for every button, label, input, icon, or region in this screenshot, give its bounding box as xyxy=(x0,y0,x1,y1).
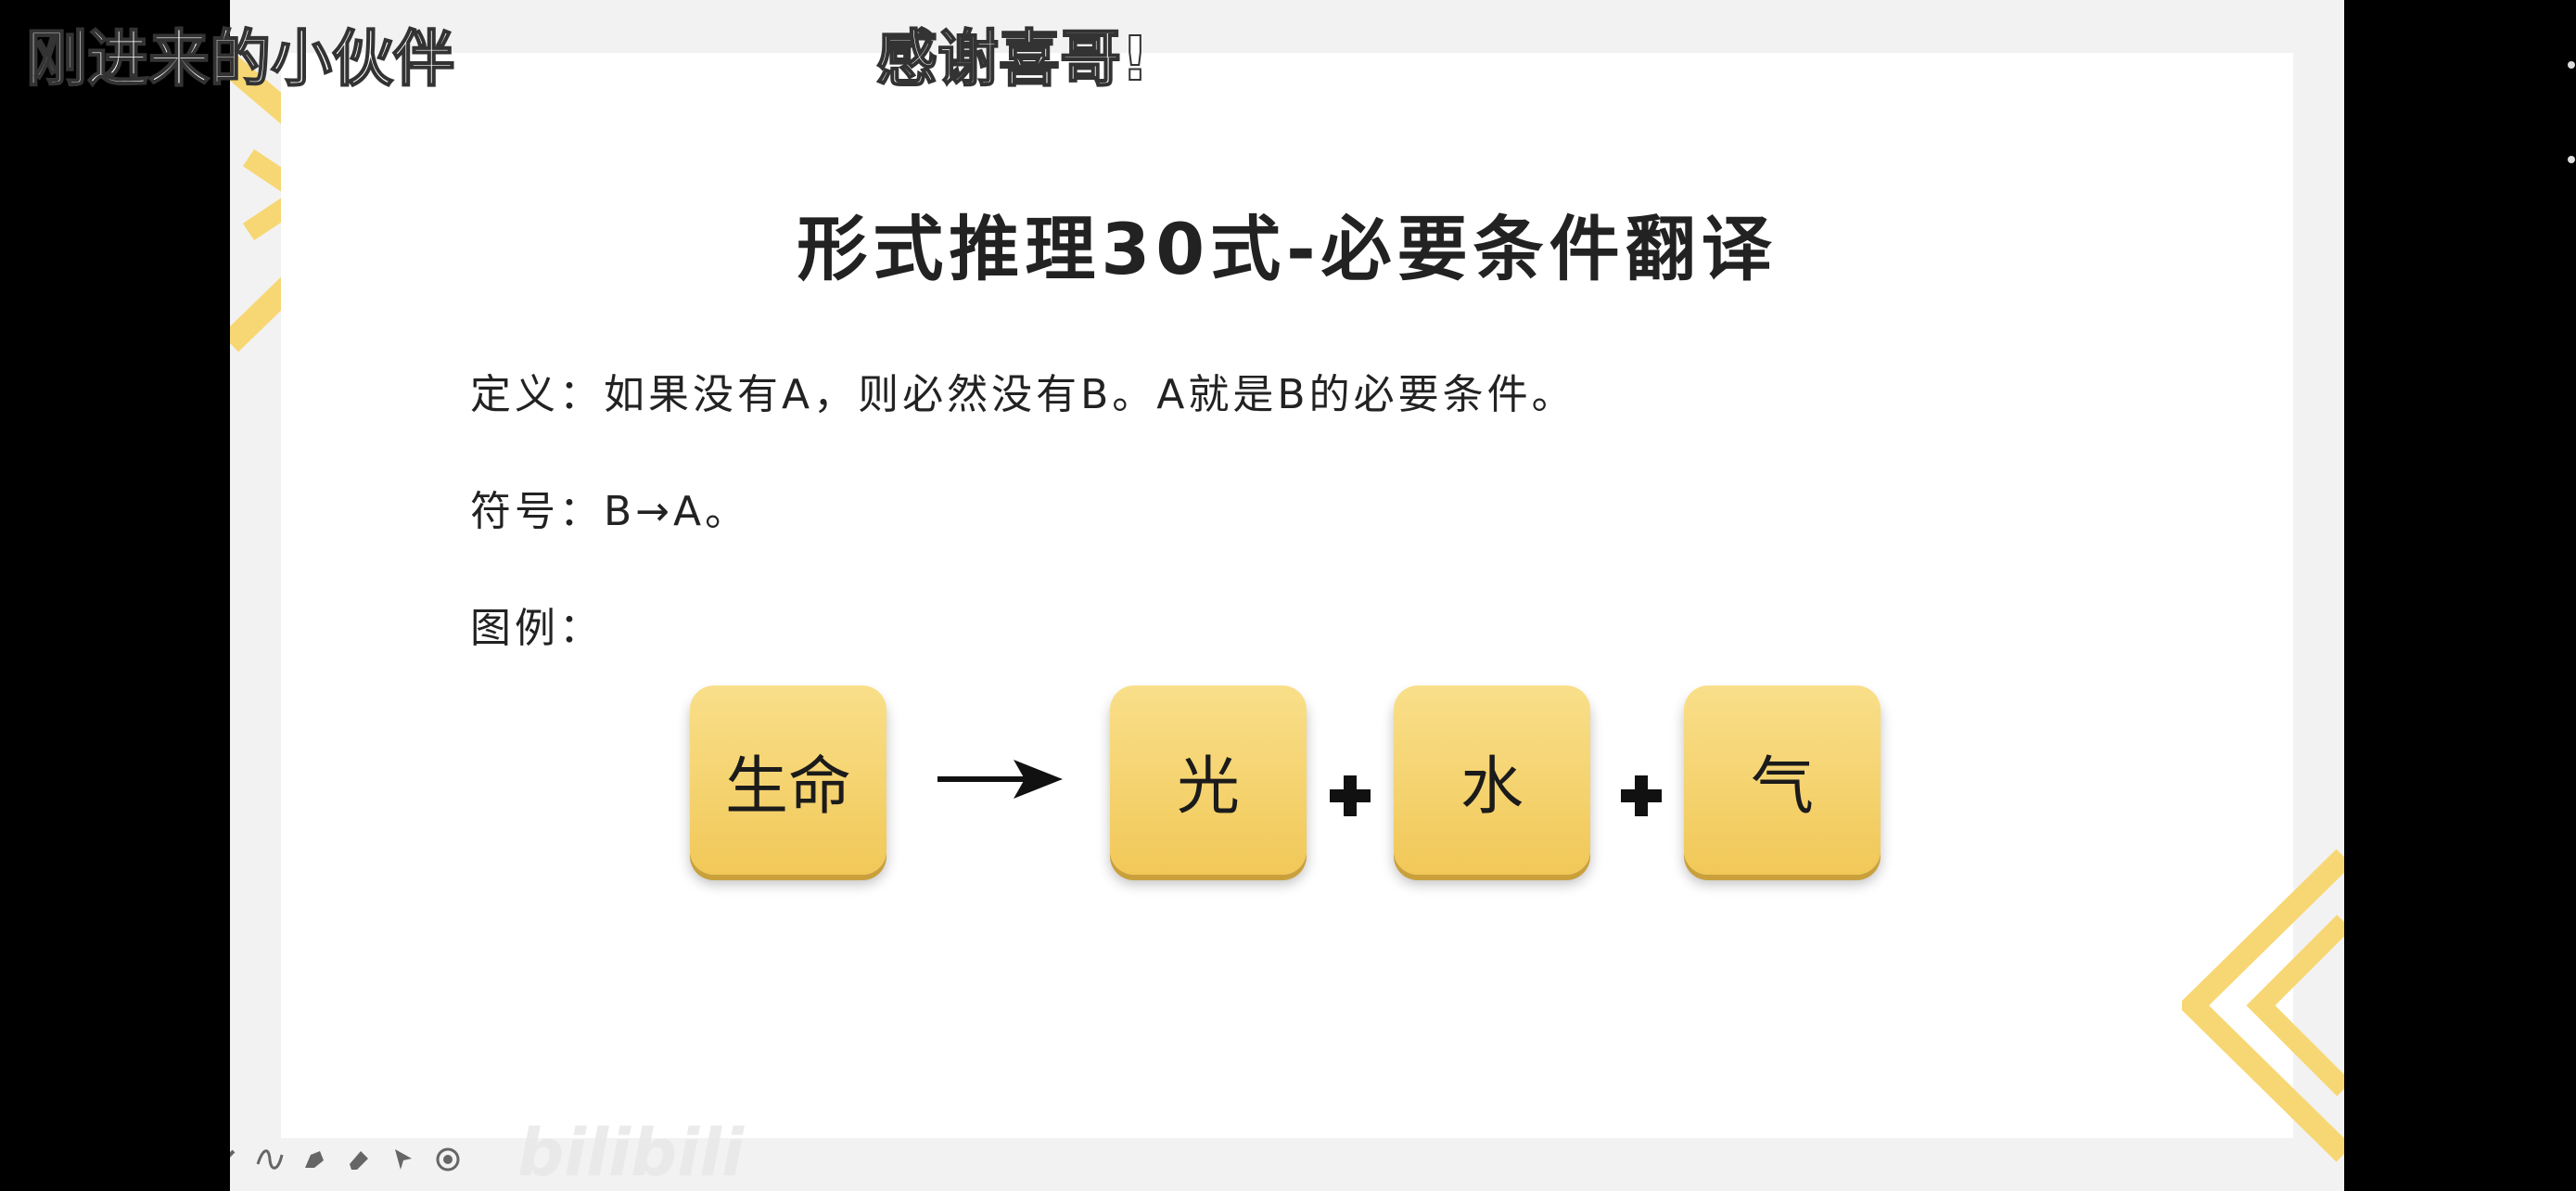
definition-text: 定义：如果没有A，则必然没有B。A就是B的必要条件。 xyxy=(470,371,1576,418)
plus-icon xyxy=(1330,775,1371,816)
diagram-node-life: 生命 xyxy=(690,685,886,875)
diagram-node-water: 水 xyxy=(1394,685,1590,875)
annotation-toolbar xyxy=(230,1146,462,1173)
diagram-node-air: 气 xyxy=(1684,685,1881,875)
curve-icon[interactable] xyxy=(256,1146,284,1173)
overlay-caption-left: 刚进来的小伙伴 xyxy=(25,22,455,96)
pen-icon[interactable] xyxy=(230,1146,239,1173)
eraser-icon[interactable] xyxy=(345,1146,373,1173)
slide-title: 形式推理30式-必要条件翻译 xyxy=(797,208,1778,290)
diagram-node-light: 光 xyxy=(1110,685,1307,875)
record-icon[interactable] xyxy=(434,1146,462,1173)
symbol-text: 符号：B→A。 xyxy=(470,488,750,535)
more-menu-icon[interactable] xyxy=(2567,56,2576,223)
bilibili-watermark: bilibili xyxy=(517,1115,745,1191)
legend-label: 图例： xyxy=(470,605,604,652)
pointer-icon[interactable] xyxy=(389,1146,417,1173)
chevron-bottom-right-decoration xyxy=(2182,849,2344,1162)
arrow-icon xyxy=(937,760,1063,799)
overlay-caption-center: 感谢喜哥! xyxy=(875,22,1150,96)
slide-area: 形式推理30式-必要条件翻译 定义：如果没有A，则必然没有B。A就是B的必要条件… xyxy=(230,0,2344,1191)
plus-icon xyxy=(1621,775,1662,816)
slide-card: 形式推理30式-必要条件翻译 定义：如果没有A，则必然没有B。A就是B的必要条件… xyxy=(281,53,2293,1191)
highlighter-icon[interactable] xyxy=(300,1146,328,1173)
